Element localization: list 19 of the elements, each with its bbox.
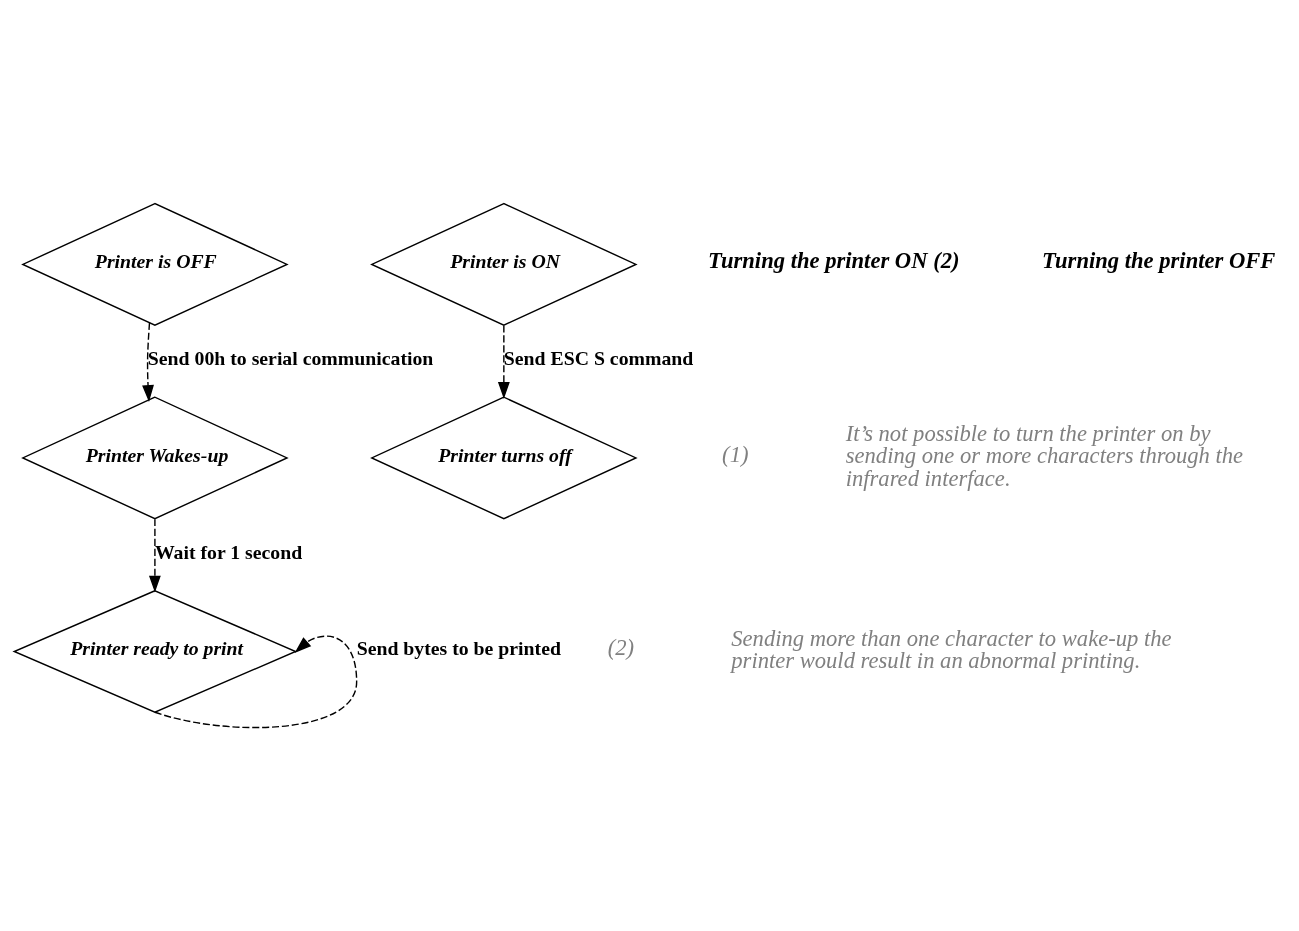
node-diamond: Printer turns off xyxy=(370,395,638,519)
arrow xyxy=(142,321,154,402)
label: Sending more than one character to wake-up the printer would result in an abnormal printing. xyxy=(731,625,1172,673)
arrow xyxy=(497,324,510,399)
label: (1) xyxy=(722,441,749,467)
node-diamond: Printer Wakes-up xyxy=(21,395,289,519)
node-diamond: Printer is OFF xyxy=(21,202,289,326)
label: Turning the printer OFF xyxy=(1042,247,1276,273)
node-diamond: Printer ready to print xyxy=(12,589,298,713)
edge-label: Send ESC S command xyxy=(503,346,694,369)
label: Turning the printer ON (2) xyxy=(707,247,960,273)
edge-label: Wait for 1 second xyxy=(154,540,303,563)
label: It’s not possible to turn the printer on by sending one or more characters through the infrared interface. xyxy=(845,420,1244,491)
node-diamond: Printer is ON xyxy=(370,202,638,326)
arrow xyxy=(154,635,358,728)
edge-label: Send 00h to serial communication xyxy=(147,346,434,369)
arrow xyxy=(148,517,161,593)
label: (2) xyxy=(607,634,635,660)
edge-label: Send bytes to be printed xyxy=(356,636,561,659)
